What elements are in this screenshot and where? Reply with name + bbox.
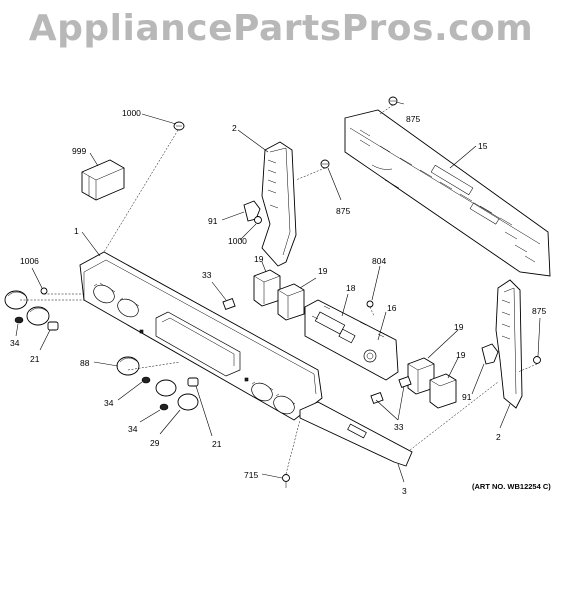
part-3-trim	[299, 401, 413, 467]
callout-1000-top: 1000	[122, 108, 141, 118]
callout-1: 1	[74, 226, 79, 236]
callout-2-left: 2	[232, 123, 237, 133]
callout-33-lower: 33	[394, 422, 404, 432]
callout-2-right: 2	[496, 432, 501, 442]
callout-15: 15	[478, 141, 488, 151]
callout-804: 804	[372, 256, 386, 266]
part-1-control-panel	[79, 251, 323, 421]
part-34-cap-lower-a	[141, 376, 151, 384]
callout-1006: 1006	[20, 256, 39, 266]
part-875-screw-upper	[388, 96, 398, 106]
callout-19-d: 19	[456, 350, 466, 360]
callout-3: 3	[402, 486, 407, 496]
part-19-switch-b	[277, 283, 305, 321]
part-19-switch-a	[253, 269, 281, 307]
callout-875-right: 875	[532, 306, 546, 316]
assembly-lines	[20, 104, 538, 475]
part-33-clip-upper	[222, 297, 236, 311]
callout-19-a: 19	[254, 254, 264, 264]
part-15-rear-panel	[344, 109, 551, 277]
callout-999: 999	[72, 146, 86, 156]
part-34-cap-lower-b	[159, 403, 169, 411]
callout-21-lower: 21	[212, 439, 222, 449]
callout-715: 715	[244, 470, 258, 480]
callout-875-middle: 875	[336, 206, 350, 216]
callout-1000-lower: 1000	[228, 236, 247, 246]
callout-19-c: 19	[454, 322, 464, 332]
part-33-clip-lower	[370, 375, 412, 405]
callout-34-lower-b: 34	[128, 424, 138, 434]
part-875-screw-middle	[320, 159, 330, 169]
part-804-screw	[366, 300, 374, 308]
callout-16: 16	[387, 303, 397, 313]
part-91-clip-right	[481, 343, 499, 365]
part-88-knob	[116, 356, 140, 376]
part-21-insert-lower	[187, 377, 199, 387]
part-1000-screw-top	[173, 121, 185, 131]
callout-33-upper: 33	[202, 270, 212, 280]
part-1006-screw	[40, 287, 48, 295]
knob-lower-3	[177, 393, 199, 411]
knob-left-2	[26, 306, 50, 326]
callout-19-b: 19	[318, 266, 328, 276]
watermark-text: AppliancePartsPros.com	[28, 8, 534, 49]
callout-18: 18	[346, 283, 356, 293]
callout-21-left: 21	[30, 354, 40, 364]
knob-lower-2	[155, 379, 177, 397]
callout-34-lower-a: 34	[104, 398, 114, 408]
callout-29: 29	[150, 438, 160, 448]
part-21-insert-left	[47, 321, 59, 331]
callout-91-right: 91	[462, 392, 472, 402]
part-34-cap-left	[14, 316, 24, 324]
callout-91-left: 91	[208, 216, 218, 226]
callout-875-top: 875	[406, 114, 420, 124]
part-91-clip-left	[243, 200, 262, 224]
leader-lines	[15, 101, 541, 483]
callout-88: 88	[80, 358, 90, 368]
part-875-screw-right	[533, 356, 541, 364]
part-2-side-bracket-right	[495, 279, 523, 409]
callout-labels: 1000 999 2 875 15 875 91 1000 1 1006 19 …	[10, 108, 546, 496]
callout-34-left: 34	[10, 338, 20, 348]
part-19-switch-d	[429, 373, 457, 409]
part-999-box	[81, 159, 125, 201]
part-715-screw	[282, 474, 290, 488]
part-2-side-bracket-left	[261, 141, 297, 267]
art-number: (ART NO. WB12254 C)	[472, 482, 551, 491]
part-18-control-board	[304, 299, 399, 381]
